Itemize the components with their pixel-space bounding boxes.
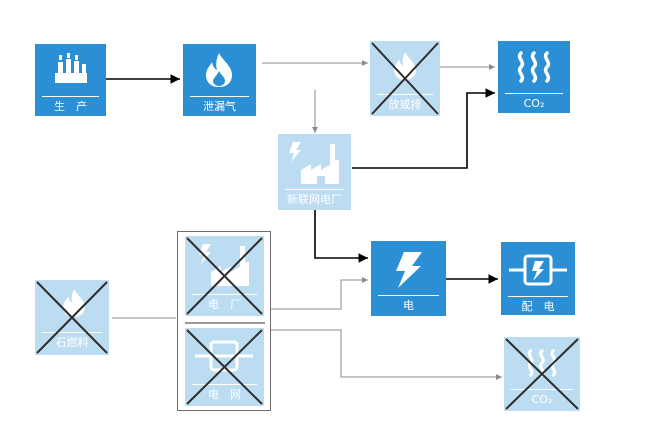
node-grid-label: 电 网 xyxy=(208,388,241,401)
factory-icon xyxy=(55,53,87,83)
group-divider xyxy=(185,322,265,324)
node-new-plant-label: 新联网电厂 xyxy=(287,193,342,206)
arrow-group-to-electricity xyxy=(271,277,368,310)
distribution-icon xyxy=(509,254,567,286)
arrow-new-plant-to-co2 xyxy=(352,88,495,169)
divider-line xyxy=(190,96,249,97)
flame-icon xyxy=(206,53,232,87)
cross-out-mark xyxy=(186,329,263,405)
cross-out-mark xyxy=(505,338,579,410)
node-co2-bottom: CO₂ xyxy=(504,337,580,411)
node-fossil-label: 石燃料 xyxy=(55,336,89,349)
emission-waves-icon xyxy=(517,51,551,83)
node-leakage: 泄漏气 xyxy=(183,44,256,116)
node-production-label: 生 产 xyxy=(54,100,87,113)
divider-line xyxy=(377,94,433,95)
cross-out-mark xyxy=(36,281,108,354)
node-leakage-label: 泄漏气 xyxy=(203,100,236,113)
divider-line xyxy=(192,294,257,295)
node-distribution-label: 配 电 xyxy=(521,300,555,313)
arrow-new-plant-to-electricity xyxy=(314,210,368,263)
divider-line xyxy=(508,296,568,297)
cross-out-mark xyxy=(371,42,439,115)
node-new-plant: 新联网电厂 xyxy=(278,134,351,210)
node-fossil: 石燃料 xyxy=(35,280,109,355)
cross-out-mark xyxy=(186,237,263,315)
node-co2-top-label: CO₂ xyxy=(523,97,545,110)
node-old-plant: 电 厂 xyxy=(185,236,264,316)
node-electricity: 电 xyxy=(371,241,446,316)
divider-line xyxy=(192,384,257,385)
power-plant-icon xyxy=(289,142,339,184)
divider-line xyxy=(505,93,563,94)
arrow-group-to-co2-bottom xyxy=(271,329,502,380)
node-production: 生 产 xyxy=(35,44,106,116)
divider-line xyxy=(285,189,344,190)
node-venting: 放或排 xyxy=(370,41,440,116)
divider-line xyxy=(42,96,99,97)
node-co2-bottom-label: CO₂ xyxy=(531,393,553,406)
divider-line xyxy=(42,332,102,333)
divider-line xyxy=(511,389,573,390)
node-venting-label: 放或排 xyxy=(388,98,422,111)
node-co2-top: CO₂ xyxy=(498,41,570,113)
node-electricity-label: 电 xyxy=(403,299,414,312)
divider-line xyxy=(378,295,439,296)
node-old-plant-label: 电 厂 xyxy=(208,298,241,311)
node-distribution: 配 电 xyxy=(501,242,575,315)
node-grid: 电 网 xyxy=(185,328,264,406)
lightning-icon xyxy=(396,252,422,288)
